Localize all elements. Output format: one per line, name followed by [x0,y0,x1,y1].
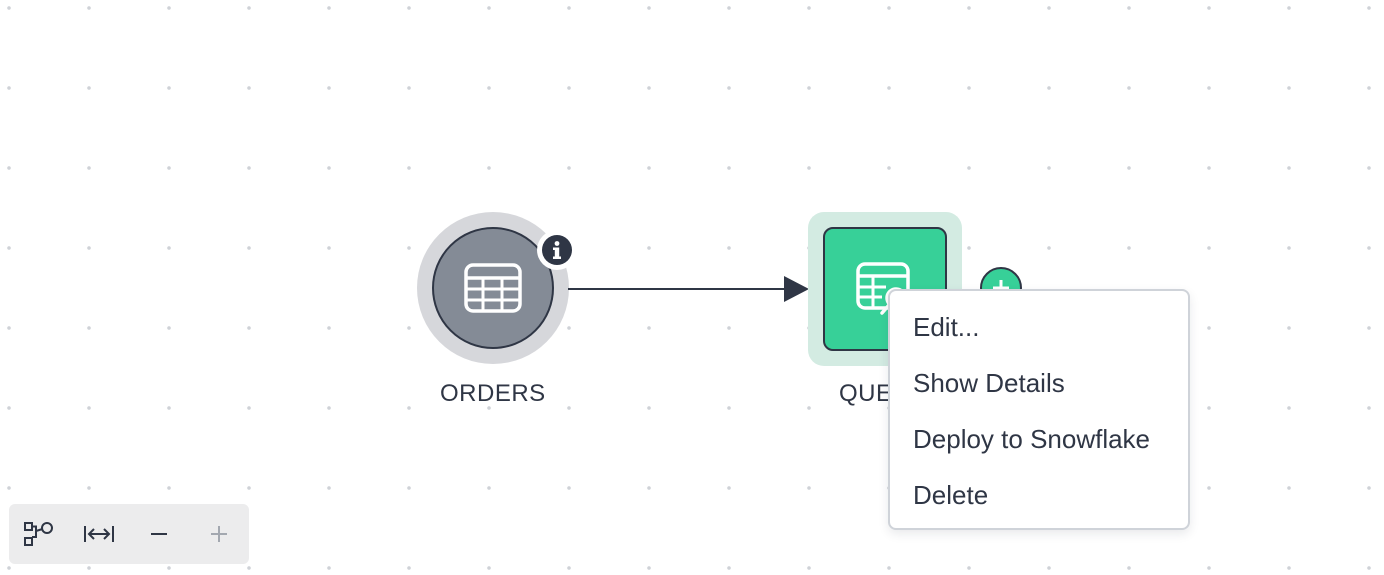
auto-layout-icon [24,522,53,546]
zoom-in-icon [211,526,227,542]
node-context-menu: Edit... Show Details Deploy to Snowflake… [888,289,1190,530]
query-node-label: QUE [839,380,893,407]
fit-width-icon [84,526,114,542]
zoom-out-icon [151,533,167,535]
orders-node[interactable] [417,212,577,364]
fit-to-width-button[interactable] [69,504,129,564]
orders-node-circle[interactable] [432,227,554,349]
zoom-out-button[interactable] [129,504,189,564]
table-icon [464,263,522,313]
menu-item-delete[interactable]: Delete [913,480,989,510]
connector-arrow [568,276,809,302]
menu-item-show-details[interactable]: Show Details [913,368,1065,398]
orders-node-label: ORDERS [440,380,546,407]
menu-item-deploy-to-snowflake[interactable]: Deploy to Snowflake [913,424,1151,454]
menu-item-edit[interactable]: Edit... [913,312,980,342]
auto-layout-button[interactable] [9,504,69,564]
info-icon [542,235,572,265]
zoom-in-button[interactable] [189,504,249,564]
canvas-toolbar [9,504,249,564]
info-button[interactable] [537,230,577,270]
